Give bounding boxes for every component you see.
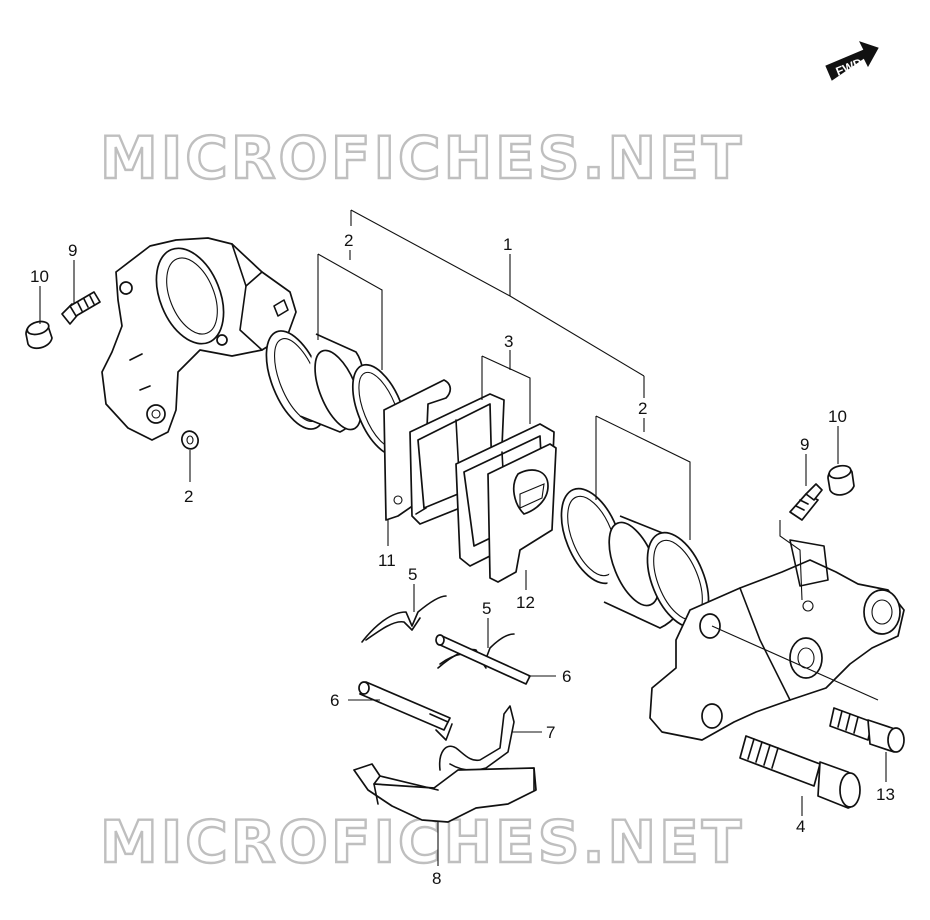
callout-11: 11 <box>378 551 396 570</box>
callout-9-right: 9 <box>800 435 809 454</box>
callout-2-left-seal: 2 <box>344 231 353 250</box>
callout-1: 1 <box>503 235 512 254</box>
callout-6-left: 6 <box>330 691 339 710</box>
right-bleeder-cap <box>827 464 855 496</box>
right-bleeder-screw <box>789 483 823 521</box>
callout-9-left: 9 <box>68 241 77 260</box>
callout-10-right: 10 <box>828 407 847 426</box>
left-bleeder-screw <box>61 291 101 325</box>
callout-8: 8 <box>432 869 441 888</box>
callout-5-lower: 5 <box>482 599 491 618</box>
pad-cover <box>353 763 537 823</box>
right-piston-seal-set <box>560 487 710 629</box>
callout-10-left: 10 <box>30 267 49 286</box>
left-washer <box>181 430 199 450</box>
callout-2-right-seal: 2 <box>638 399 647 418</box>
pad-spring-upper <box>361 595 447 643</box>
pad-pin-left <box>358 681 451 731</box>
right-pad-shim <box>487 443 557 583</box>
left-bleeder-cap <box>25 320 53 350</box>
callout-3: 3 <box>504 332 513 351</box>
callout-4: 4 <box>796 817 805 836</box>
callout-12: 12 <box>516 593 535 612</box>
pin-clip <box>435 705 515 771</box>
left-caliper-body <box>101 237 297 441</box>
pad-pin-right <box>435 634 531 685</box>
callout-5-upper: 5 <box>408 565 417 584</box>
leader-lines <box>39 209 887 866</box>
callout-6-right: 6 <box>562 667 571 686</box>
fwd-arrow-icon: FWD <box>825 41 879 81</box>
callout-2-washer: 2 <box>184 487 193 506</box>
watermark-top: MICROFICHES.NET <box>100 124 744 192</box>
caliper-bolt-13 <box>829 707 905 753</box>
right-caliper-body <box>649 539 905 741</box>
callout-7: 7 <box>546 723 555 742</box>
callout-13: 13 <box>876 785 895 804</box>
caliper-bolt-4 <box>739 735 861 809</box>
fwd-label: FWD <box>834 55 865 78</box>
